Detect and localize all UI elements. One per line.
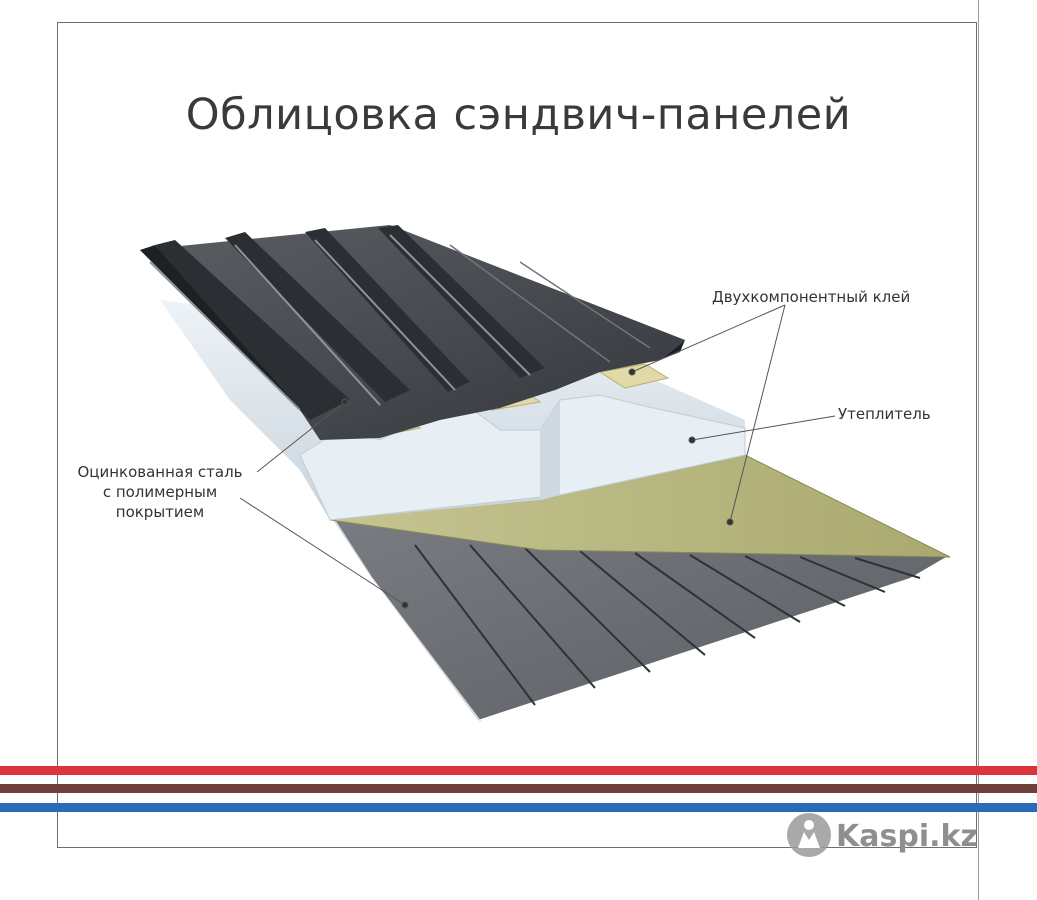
kaspi-watermark: Kaspi.kz [784,810,1014,864]
callout-adhesive-label: Двухкомпонентный клей [712,288,911,306]
callout-steel-line-1: Оцинкованная сталь [77,463,243,481]
stripe-red [0,766,1037,775]
edge-line [978,0,979,900]
callout-steel-line-3: покрытием [115,503,205,521]
kaspi-logo-icon [787,813,831,857]
top-steel-sheet [140,225,685,440]
watermark-text: Kaspi.kz [836,819,978,854]
callout-steel-line-2: с полимерным [102,483,218,501]
image-frame [57,22,977,848]
diagram-title: Облицовка сэндвич-панелей [185,90,852,140]
callout-leaders [239,304,836,609]
stripe-blue [0,803,1037,812]
callout-steel-label: Оцинкованная сталь с полимерным покрытие… [60,462,260,522]
stripe-brown [0,784,1037,793]
callout-insulation-label: Утеплитель [838,405,931,423]
